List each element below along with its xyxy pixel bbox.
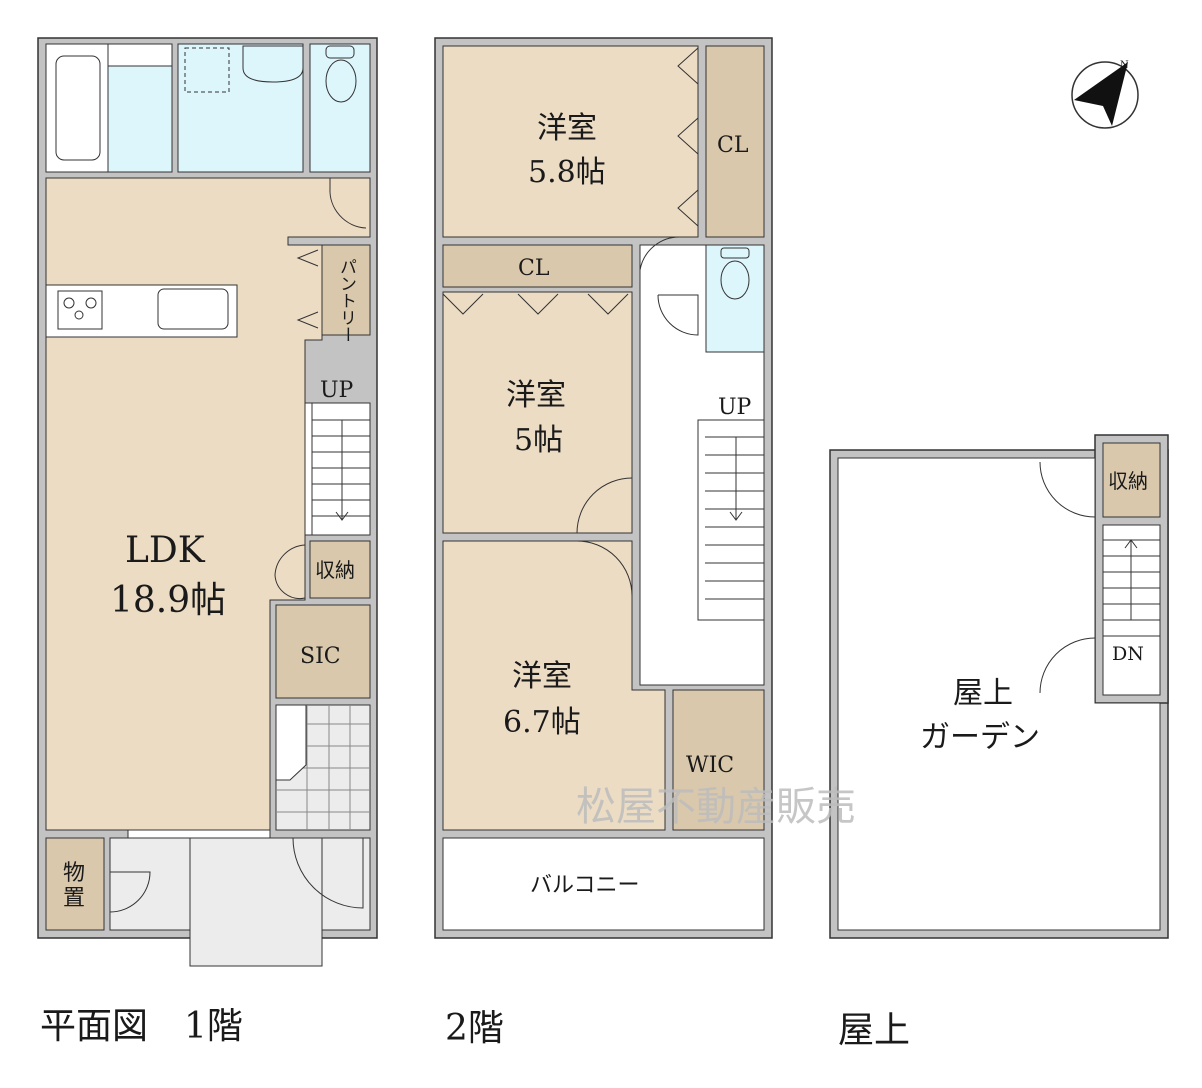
walk-in-closet	[672, 689, 765, 831]
sic-closet	[275, 604, 371, 699]
washroom	[177, 43, 304, 173]
sink-icon	[242, 45, 304, 83]
closet-2	[442, 244, 633, 288]
room3-name: 洋室	[512, 659, 572, 694]
balcony	[442, 837, 765, 931]
kitchen-sink-icon	[157, 288, 229, 330]
cl1-label: CL	[717, 133, 749, 158]
bathroom	[45, 43, 109, 173]
tile-grid	[276, 705, 370, 830]
toilet-room	[309, 43, 371, 173]
floor-2-plan: CL 洋室 5.8帖 CL 洋室 5帖 洋室 6.7帖 WIC UP バルコニー…	[434, 37, 773, 1049]
sic-label: SIC	[300, 644, 341, 669]
toilet-icon	[325, 59, 357, 103]
watermark: 松屋不動産販売	[576, 784, 856, 830]
room1-name: 洋室	[537, 111, 597, 146]
stair-treads	[311, 403, 370, 535]
closet-1	[705, 45, 765, 238]
shoe-cabinet	[275, 704, 307, 781]
compass-north-label: N	[1120, 60, 1129, 71]
cl2-label: CL	[518, 256, 550, 281]
toilet-icon	[720, 260, 750, 300]
roof-storage	[1102, 442, 1161, 518]
floor-1-plan: パントリー UP 収納 SIC LDK 18.9帖 物 置 平面図 1階	[37, 37, 378, 1047]
roof-garden-label-2: ガーデン	[920, 720, 1040, 755]
room2-name: 洋室	[506, 378, 566, 413]
floor-2-caption: 2階	[445, 1008, 504, 1049]
roof-garden-label-1: 屋上	[953, 676, 1013, 711]
compass-icon: N	[1071, 60, 1139, 129]
stairs-2f	[697, 419, 765, 621]
room2-size: 5帖	[514, 423, 563, 458]
storage-shed	[45, 837, 105, 931]
western-room-5-8	[442, 45, 699, 238]
roof-caption: 屋上	[838, 1010, 910, 1051]
up-label-2f: UP	[718, 395, 752, 420]
roof-garden	[837, 457, 1161, 931]
balcony-label: バルコニー	[530, 873, 640, 898]
washing-machine-icon	[184, 47, 230, 93]
dn-label: DN	[1112, 643, 1144, 665]
western-room-5	[442, 291, 633, 534]
roof-storage-label: 収納	[1108, 469, 1148, 493]
door-swing	[329, 178, 367, 229]
up-label: UP	[320, 378, 354, 403]
shed-label-1: 物	[63, 861, 85, 886]
bath-wash-area	[107, 65, 173, 173]
approach	[189, 837, 323, 967]
roof-plan: 収納 DN 屋上 ガーデン 屋上	[829, 434, 1169, 1051]
room3-size: 6.7帖	[503, 705, 581, 740]
room1-size: 5.8帖	[528, 155, 606, 190]
pantry	[321, 244, 371, 336]
stair-treads	[1103, 539, 1160, 637]
floor-1-caption: 平面図 1階	[40, 1006, 243, 1047]
ldk-name: LDK	[125, 530, 206, 571]
stairs	[304, 402, 371, 536]
bathtub-icon	[55, 55, 101, 161]
stove-icon	[57, 290, 103, 330]
pantry-label: パントリー	[336, 258, 356, 343]
storage-label: 収納	[315, 558, 355, 582]
stair-treads	[705, 436, 764, 600]
ldk-size: 18.9帖	[110, 580, 226, 621]
western-room-6-7	[442, 540, 666, 831]
shed-label-2: 置	[63, 886, 85, 911]
storage-closet	[309, 540, 371, 599]
wic-label: WIC	[686, 753, 734, 778]
